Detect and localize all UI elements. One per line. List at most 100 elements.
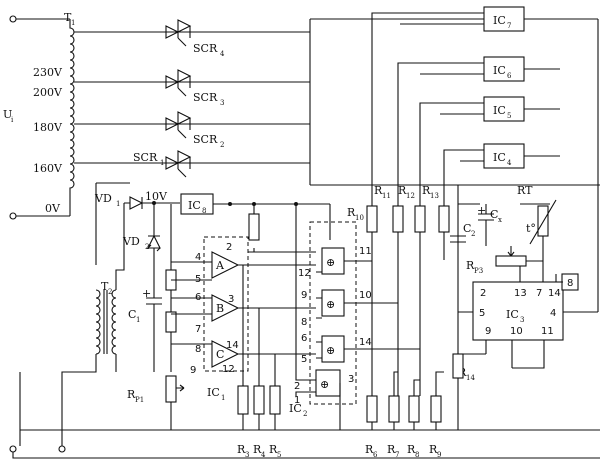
- ui-label: U: [3, 108, 12, 121]
- opto-outputs: [524, 18, 560, 157]
- ic5-box: [483, 96, 525, 122]
- scr3-label: SCR: [193, 91, 218, 104]
- r7-label: R: [387, 443, 396, 456]
- ic3-pin-8: 8: [567, 278, 573, 289]
- pin-8: 8: [195, 344, 201, 355]
- ic6-sub-label: 6: [507, 72, 512, 80]
- t2-secondary: [111, 289, 117, 355]
- ground-bus: [12, 452, 600, 459]
- ic5-leads: [419, 102, 484, 185]
- scr4: SCR 4: [165, 19, 225, 58]
- ground-terminal-right: [58, 445, 66, 453]
- t2-primary-leads: [19, 354, 97, 446]
- c2-label: C: [463, 222, 471, 235]
- r6-sub-label: 6: [373, 451, 378, 459]
- r13: [438, 205, 450, 233]
- r3-label: R: [237, 443, 246, 456]
- ic3-box: [472, 281, 564, 341]
- ic8-sub-label: 8: [202, 207, 206, 215]
- vd2-sub-label: 2: [145, 243, 149, 251]
- r8-label: R: [407, 443, 416, 456]
- scr-switches: SCR 4 SCR 3 SCR 2 SCR 1: [74, 18, 600, 186]
- r9-sub-label: 9: [437, 451, 441, 459]
- r11-sub-label: 11: [382, 192, 391, 200]
- r6-r9-leads: [371, 371, 444, 430]
- rp3-sub-label: P3: [474, 267, 483, 275]
- ic3-pin-10: 10: [510, 326, 523, 337]
- ref-resistor: [248, 213, 260, 241]
- ic3-label: IC: [506, 308, 519, 321]
- scr2-gate: [177, 129, 187, 139]
- vd1-label: VD: [94, 192, 112, 205]
- input-leads: [16, 18, 70, 217]
- t2-primary: [95, 289, 101, 355]
- input-terminal-bottom: [9, 212, 17, 220]
- rt-leads: [529, 199, 557, 274]
- vd2-label: VD: [122, 235, 140, 248]
- r10-sub-label: 10: [355, 214, 364, 222]
- cx-plus: +: [477, 204, 486, 217]
- ic5-sub-label: 5: [507, 112, 511, 120]
- scr3-symbol: [165, 69, 192, 89]
- ic3-pin-7: 7: [536, 288, 542, 299]
- drive-resistors: R 10 R 11 R 12 R 13 R 6 R 7 R 8 R 9: [20, 184, 600, 459]
- tap-230v-label: 230V: [33, 66, 63, 79]
- scr4-gate: [177, 37, 187, 47]
- vd1-diode: [124, 196, 180, 210]
- t2-sub-label: 2: [108, 288, 112, 296]
- ic2-inputs: [295, 204, 322, 396]
- ic2-label: IC: [289, 402, 302, 415]
- power-supply: VD 1 10V IC 8 VD 2 T 2 C 1 +: [19, 182, 331, 446]
- op-b-label: B: [216, 302, 224, 315]
- r7-sub-label: 7: [395, 451, 399, 459]
- c1-capacitor: [146, 262, 162, 372]
- xor-gate-4: [315, 369, 341, 397]
- ic2-pin-11: 11: [359, 246, 372, 257]
- ic8-label: IC: [188, 199, 201, 212]
- scr4-sub-label: 4: [220, 50, 225, 58]
- cx-sub-label: x: [498, 216, 502, 224]
- r4-label: R: [253, 443, 262, 456]
- ic3-supply: [457, 185, 550, 266]
- t2-secondary-leads: [115, 203, 125, 372]
- r4: [253, 385, 265, 415]
- rp3-pot: [495, 255, 527, 267]
- scr3-sub-label: 3: [220, 99, 224, 107]
- rp3-label: R: [466, 259, 475, 272]
- ic4-box: [483, 143, 525, 169]
- ic2-pin-8: 8: [301, 317, 307, 328]
- tap-200v-label: 200V: [33, 86, 63, 99]
- cx-label: C: [490, 208, 498, 221]
- pin-2: 2: [226, 242, 232, 253]
- pin-14: 14: [226, 340, 239, 351]
- node-vcc2: [228, 202, 232, 206]
- op-a: [211, 251, 240, 279]
- scr1-label: SCR: [133, 151, 158, 164]
- ic2-pin-2: 2: [294, 381, 300, 392]
- ic2-pin-14: 14: [359, 337, 372, 348]
- scr1-sub-label: 1: [160, 159, 164, 167]
- pin-12: 12: [222, 364, 235, 375]
- r6-label: R: [365, 443, 374, 456]
- tap-160v-label: 160V: [33, 162, 63, 175]
- ic3-pin-2: 2: [480, 288, 486, 299]
- r12: [414, 205, 426, 233]
- r14-leads: [457, 266, 486, 430]
- scr4-symbol: [165, 19, 192, 39]
- t1-label: T: [64, 11, 72, 24]
- scr2-label: SCR: [193, 133, 218, 146]
- scr1: SCR 1: [133, 150, 192, 178]
- input-terminal-top: [9, 15, 17, 23]
- t1-sub-label: 1: [71, 19, 75, 27]
- divider-r-b: [165, 311, 177, 333]
- comparator-inputs: [171, 261, 212, 345]
- r9: [430, 395, 442, 423]
- scr2: SCR 2: [165, 111, 224, 149]
- r10-label: R: [347, 206, 356, 219]
- ic3-block: C 2 + C x RT t° R P3 2 13 7 14 5 4 9 10 …: [450, 184, 599, 430]
- ic2-pin-1: 1: [294, 395, 300, 406]
- ic6-box: [483, 56, 525, 82]
- opto-drivers: IC 7 IC 6 IC 5 IC 4: [371, 6, 560, 185]
- ic5-label: IC: [493, 104, 506, 117]
